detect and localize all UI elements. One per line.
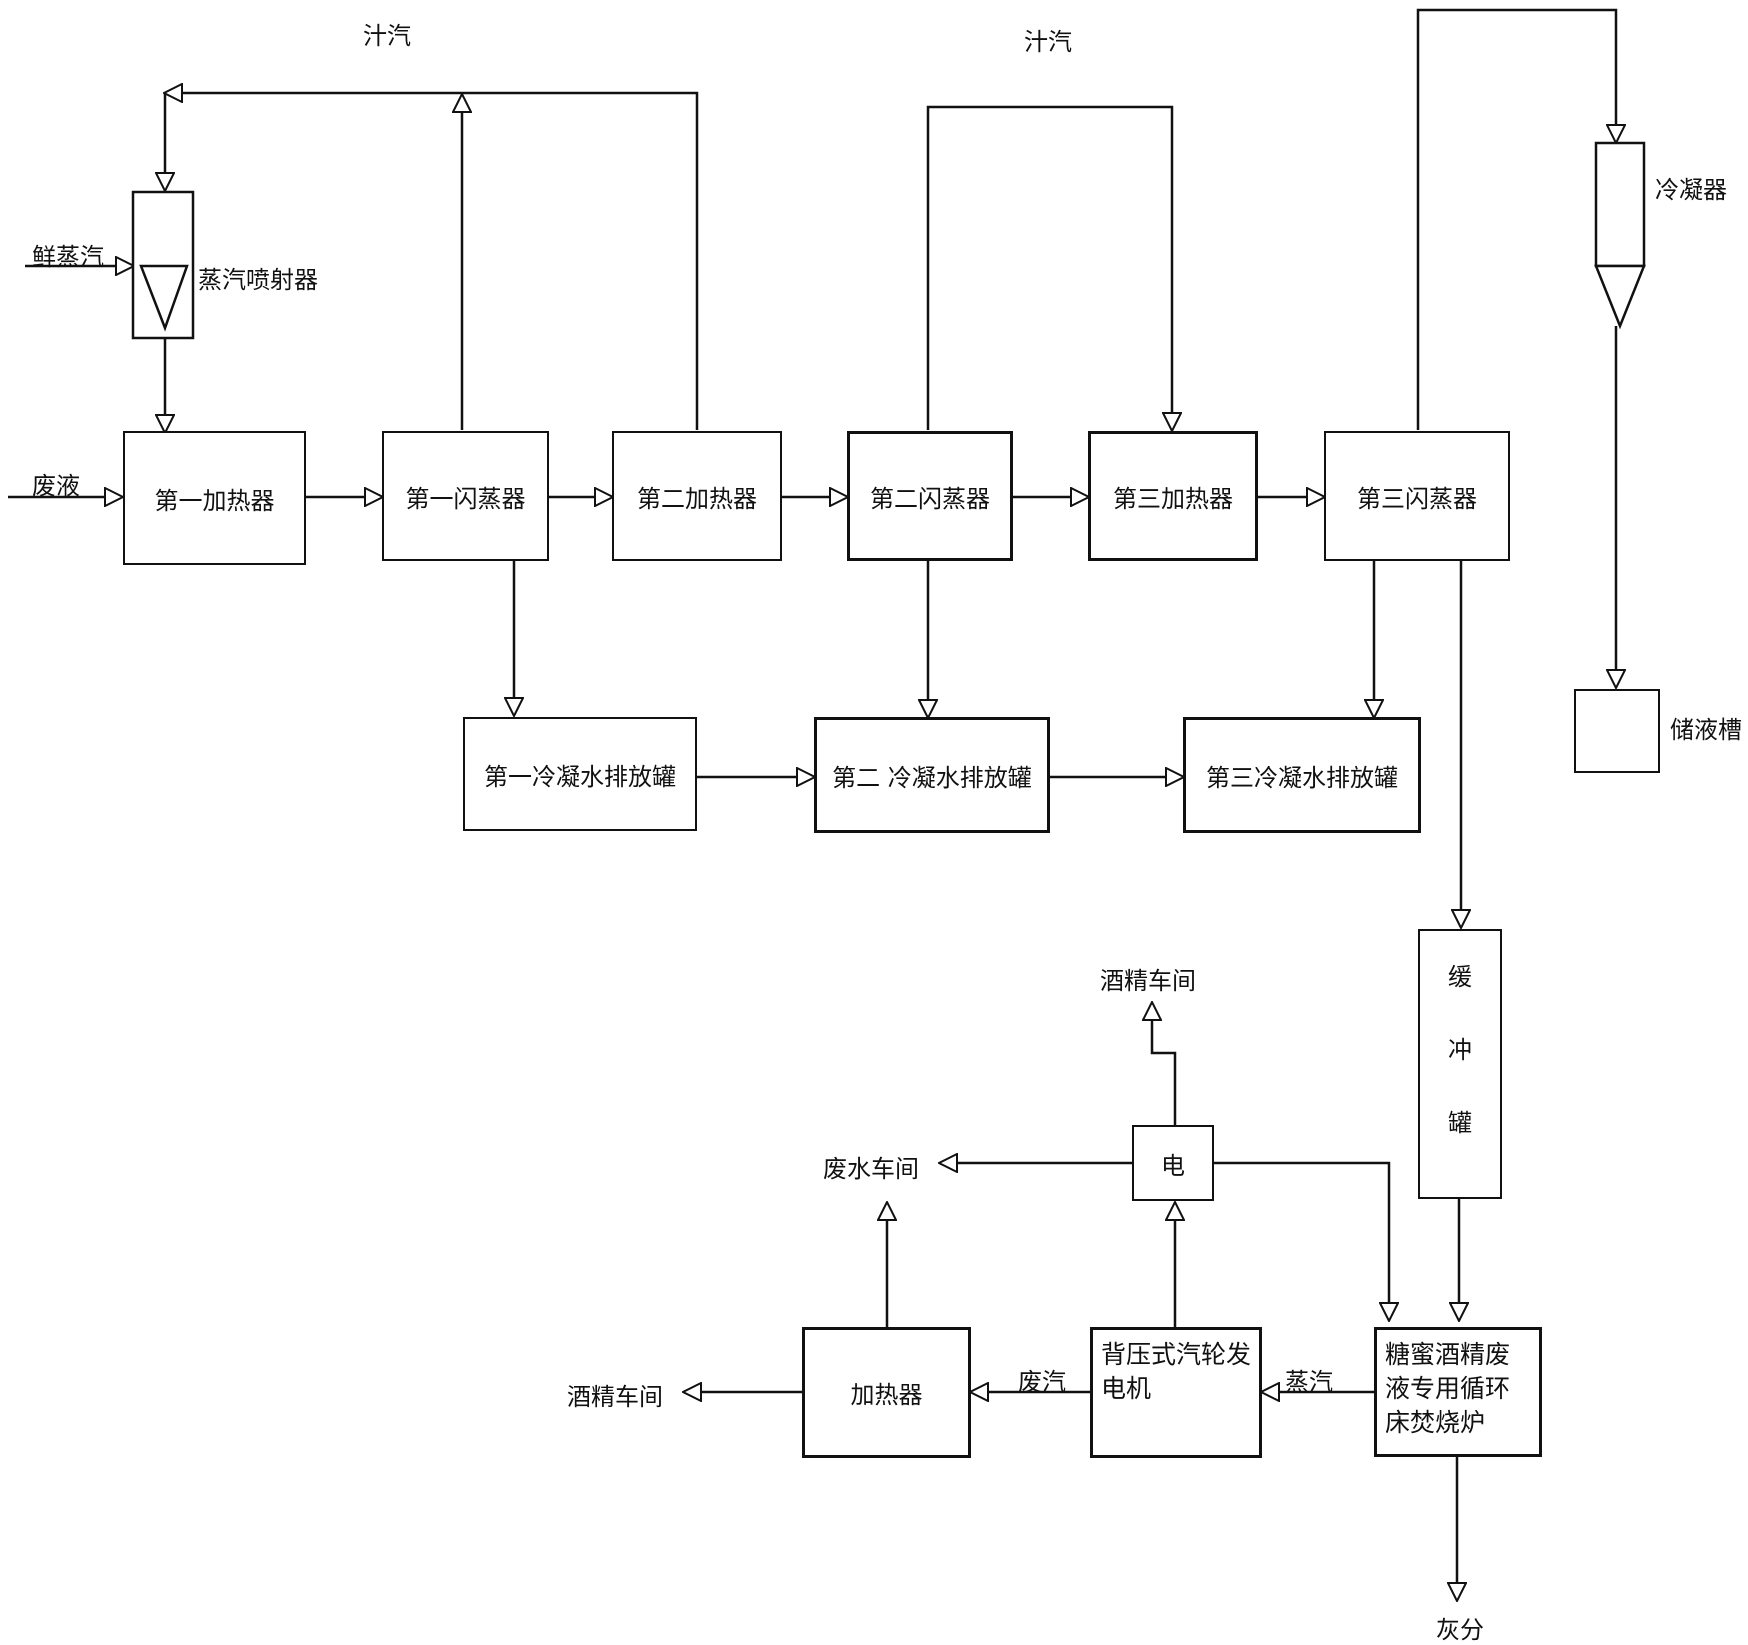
- electric-label: 电: [1161, 1146, 1185, 1181]
- heater3-box: 第三加热器: [1088, 431, 1258, 561]
- flash2-box: 第二闪蒸器: [847, 431, 1013, 561]
- vapor-line-flash2-to-heater3: [928, 107, 1172, 430]
- buffer-tank-char-3: 罐: [1448, 1103, 1472, 1138]
- alcohol-workshop-left-label: 酒精车间: [567, 1377, 663, 1412]
- ash-label: 灰分: [1436, 1610, 1484, 1645]
- flash3-box: 第三闪蒸器: [1324, 431, 1510, 561]
- exhaust-steam-label: 废汽: [1018, 1362, 1066, 1397]
- condensate-tank2-label: 第二 冷凝水排放罐: [832, 758, 1032, 793]
- steam-ejector-label: 蒸汽喷射器: [198, 260, 318, 295]
- heater2-label: 第二加热器: [637, 479, 757, 514]
- turbine-generator-label: 背压式汽轮发电机: [1101, 1338, 1251, 1406]
- heater3-label: 第三加热器: [1113, 479, 1233, 514]
- condensate-tank1-box: 第一冷凝水排放罐: [463, 717, 697, 831]
- flash2-label: 第二闪蒸器: [870, 479, 990, 514]
- condensate-tank1-label: 第一冷凝水排放罐: [484, 757, 676, 792]
- boiler-label: 糖蜜酒精废液专用循环床焚烧炉: [1385, 1338, 1531, 1439]
- flash1-box: 第一闪蒸器: [382, 431, 549, 561]
- heater-label: 加热器: [851, 1375, 923, 1410]
- storage-tank-label: 储液槽: [1670, 710, 1742, 745]
- alcohol-workshop-top-label: 酒精车间: [1100, 961, 1196, 996]
- wastewater-workshop-label: 废水车间: [823, 1149, 919, 1184]
- waste-liquid-label: 废液: [32, 466, 80, 501]
- electric-to-boiler-line: [1214, 1163, 1389, 1320]
- flash3-label: 第三闪蒸器: [1357, 479, 1477, 514]
- storage-tank-box: [1574, 689, 1660, 773]
- flash1-label: 第一闪蒸器: [406, 479, 526, 514]
- turbine-generator-box: 背压式汽轮发电机: [1090, 1327, 1262, 1458]
- buffer-tank-box: 缓 冲 罐: [1418, 929, 1502, 1199]
- condensate-tank3-label: 第三冷凝水排放罐: [1206, 758, 1398, 793]
- steam-label: 蒸汽: [1285, 1362, 1333, 1397]
- vapor-label-2: 汁汽: [1024, 22, 1072, 57]
- buffer-tank-char-2: 冲: [1448, 1030, 1472, 1065]
- condenser-label: 冷凝器: [1655, 170, 1727, 205]
- electric-to-alcohol-workshop-line: [1152, 1003, 1175, 1125]
- condenser-body: [1596, 143, 1644, 266]
- heater2-box: 第二加热器: [612, 431, 782, 561]
- heater-box: 加热器: [802, 1327, 971, 1458]
- vapor-line-flash3-to-condenser: [1418, 10, 1616, 430]
- electric-box: 电: [1132, 1125, 1214, 1201]
- condenser-cone: [1596, 266, 1644, 326]
- buffer-tank-char-1: 缓: [1448, 957, 1472, 992]
- vapor-label-1: 汁汽: [363, 16, 411, 51]
- boiler-box: 糖蜜酒精废液专用循环床焚烧炉: [1374, 1327, 1542, 1457]
- condensate-tank3-box: 第三冷凝水排放罐: [1183, 717, 1421, 833]
- condensate-tank2-box: 第二 冷凝水排放罐: [814, 717, 1050, 833]
- heater1-box: 第一加热器: [123, 431, 306, 565]
- heater1-label: 第一加热器: [155, 481, 275, 516]
- fresh-steam-label: 鲜蒸汽: [32, 237, 104, 272]
